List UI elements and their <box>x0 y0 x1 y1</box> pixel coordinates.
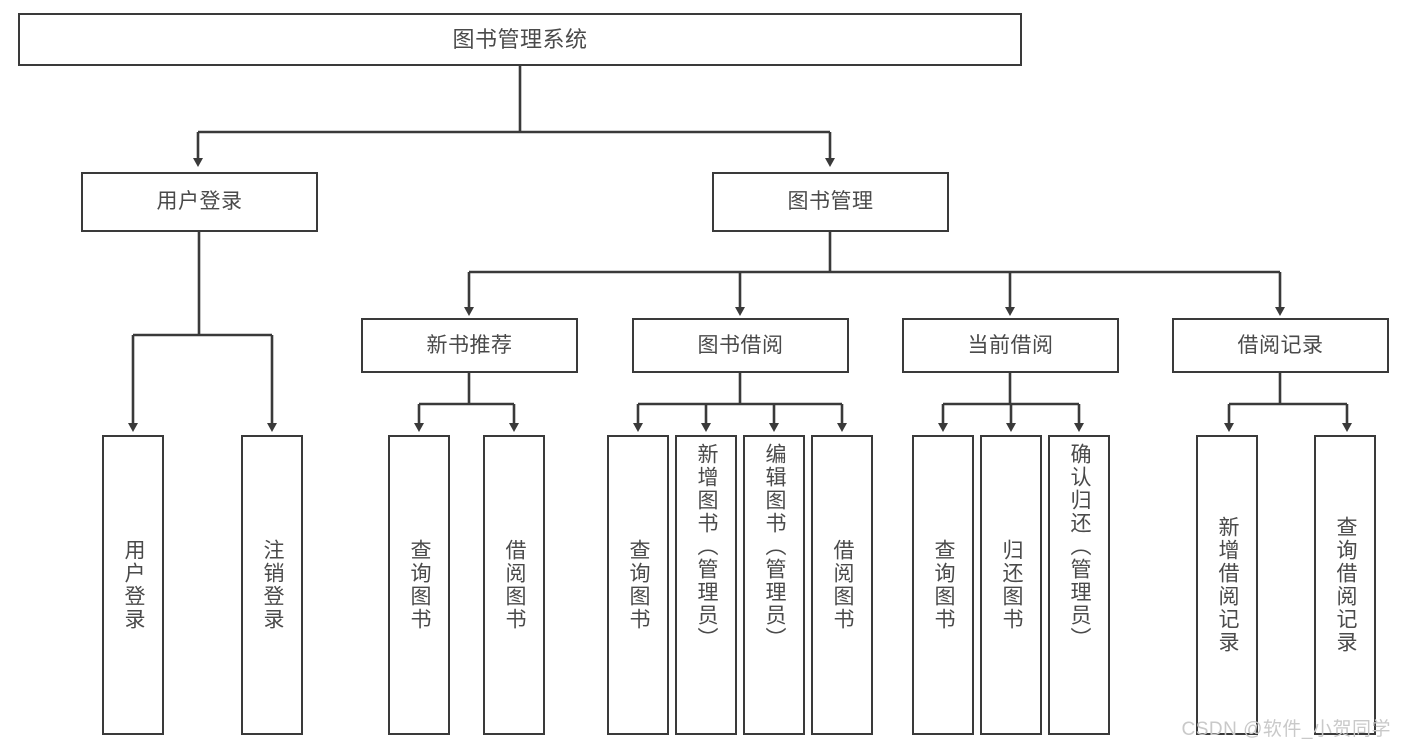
node-label: 借阅图书 <box>831 539 855 631</box>
node-user-login[interactable]: 用户登录 <box>81 172 318 232</box>
node-label: 当前借阅 <box>967 333 1054 357</box>
node-label: 查询图书 <box>932 539 956 631</box>
leaf-borrow-add-book-admin[interactable]: 新增图书（管理员） <box>675 435 737 735</box>
leaf-user-login[interactable]: 用户登录 <box>102 435 164 735</box>
leaf-borrow-edit-book-admin[interactable]: 编辑图书（管理员） <box>743 435 805 735</box>
node-current-borrow[interactable]: 当前借阅 <box>902 318 1119 373</box>
leaf-recommend-borrow-book[interactable]: 借阅图书 <box>483 435 545 735</box>
leaf-borrow-borrow-book[interactable]: 借阅图书 <box>811 435 873 735</box>
leaf-record-query-borrow-record[interactable]: 查询借阅记录 <box>1314 435 1376 735</box>
leaf-recommend-query-book[interactable]: 查询图书 <box>388 435 450 735</box>
leaf-borrow-query-book[interactable]: 查询图书 <box>607 435 669 735</box>
node-root-system[interactable]: 图书管理系统 <box>18 13 1022 66</box>
leaf-user-logout[interactable]: 注销登录 <box>241 435 303 735</box>
node-label: 查询借阅记录 <box>1334 516 1358 654</box>
node-label: 图书借阅 <box>697 333 784 357</box>
node-label: 新书推荐 <box>426 333 513 357</box>
leaf-current-return-book[interactable]: 归还图书 <box>980 435 1042 735</box>
node-label: 借阅图书 <box>503 539 527 631</box>
node-label: 归还图书 <box>1000 539 1024 631</box>
node-label: 新增借阅记录 <box>1216 516 1240 654</box>
node-book-management[interactable]: 图书管理 <box>712 172 949 232</box>
watermark-text: CSDN @软件_小贺同学 <box>1181 719 1391 740</box>
node-label: 借阅记录 <box>1237 333 1324 357</box>
node-new-book-recommend[interactable]: 新书推荐 <box>361 318 578 373</box>
leaf-current-confirm-return-admin[interactable]: 确认归还（管理员） <box>1048 435 1110 735</box>
node-label: 用户登录 <box>156 190 243 214</box>
node-label: 新增图书（管理员） <box>695 443 719 650</box>
node-label: 注销登录 <box>261 539 285 631</box>
node-label: 图书管理 <box>787 190 874 214</box>
node-label: 编辑图书（管理员） <box>763 443 787 650</box>
node-label: 查询图书 <box>408 539 432 631</box>
node-book-borrow[interactable]: 图书借阅 <box>632 318 849 373</box>
leaf-record-add-borrow-record[interactable]: 新增借阅记录 <box>1196 435 1258 735</box>
node-label: 图书管理系统 <box>452 26 588 52</box>
leaf-current-query-book[interactable]: 查询图书 <box>912 435 974 735</box>
node-label: 用户登录 <box>122 539 146 631</box>
node-borrow-record[interactable]: 借阅记录 <box>1172 318 1389 373</box>
node-label: 查询图书 <box>627 539 651 631</box>
node-label: 确认归还（管理员） <box>1068 443 1092 650</box>
